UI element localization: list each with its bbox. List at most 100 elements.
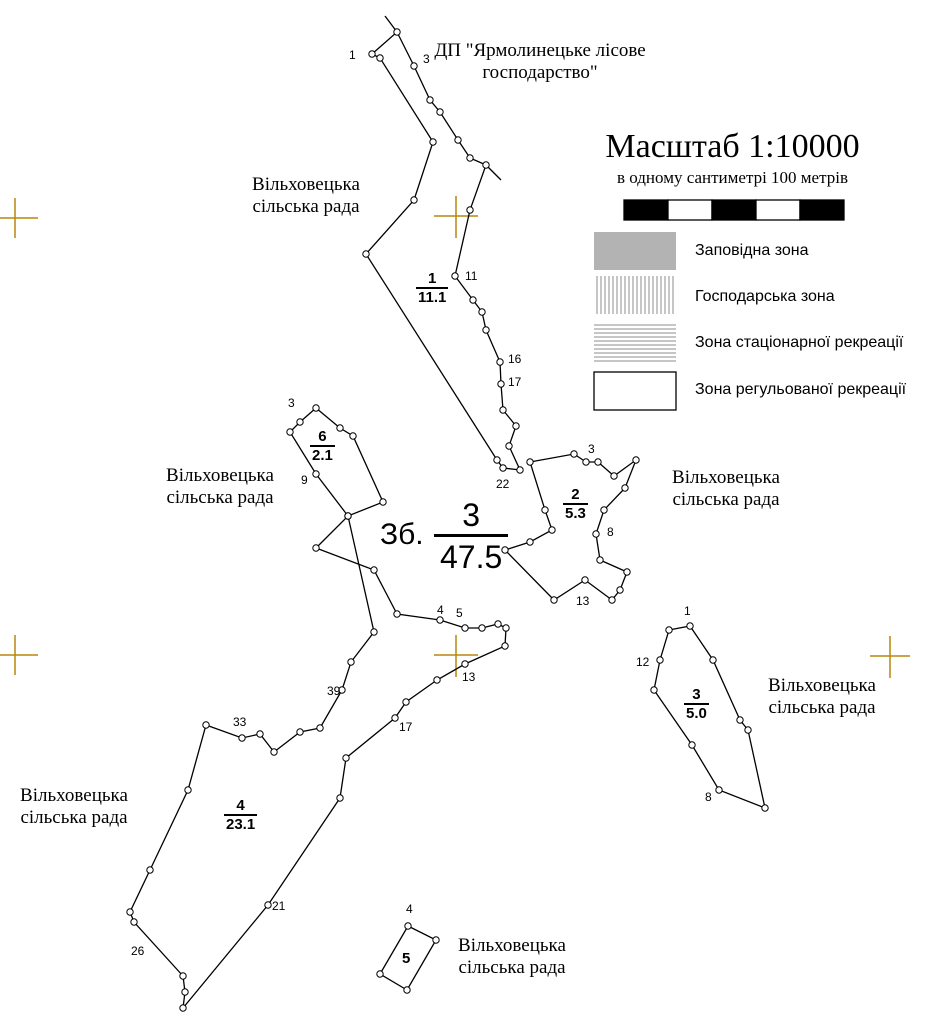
vertex-marker (478, 308, 486, 316)
point-label: 11 (465, 269, 478, 283)
point-label: 8 (607, 525, 614, 539)
vertex-marker (270, 748, 278, 756)
vertex-marker (656, 656, 664, 664)
grid-cross (434, 196, 478, 238)
vertex-marker (238, 734, 246, 742)
vertex-marker (497, 380, 505, 388)
vertex-marker (402, 698, 410, 706)
point-label: 17 (508, 375, 522, 389)
vertex-marker (650, 686, 658, 694)
grid-cross (434, 635, 478, 677)
vertex-marker (336, 794, 344, 802)
plot-area: 23.1 (224, 814, 258, 833)
vertex-marker (469, 296, 477, 304)
quarter-prefix: Зб. (380, 518, 424, 551)
plot-label-2: 2 5.3 (563, 486, 588, 522)
vertex-marker (526, 458, 534, 466)
vertex-marker (632, 456, 640, 464)
plot-number: 5 (402, 950, 411, 967)
vertex-marker (393, 28, 401, 36)
vertex-marker (594, 458, 602, 466)
point-label: 8 (705, 790, 712, 804)
vertex-marker (376, 970, 384, 978)
vertex-marker (436, 616, 444, 624)
vertex-marker (368, 50, 376, 58)
vertex-marker (436, 108, 444, 116)
vertex-marker (184, 786, 192, 794)
vertex-marker (146, 866, 154, 874)
vertex-marker (496, 358, 504, 366)
vertex-marker (501, 642, 509, 650)
legend-label-stationary: Зона стаціонарної рекреації (695, 334, 904, 351)
plot-area: 11.1 (416, 287, 449, 306)
plot-label-6: 6 2.1 (310, 428, 335, 464)
point-label: 16 (508, 352, 522, 366)
vertex-marker (410, 196, 418, 204)
legend-swatch-regulated (593, 371, 677, 411)
vertex-marker (736, 716, 744, 724)
point-label: 26 (131, 944, 145, 958)
vertex-marker (616, 586, 624, 594)
council-label: Вільховецька сільська рада (458, 935, 566, 978)
vertex-marker (499, 464, 507, 472)
vertex-marker (592, 530, 600, 538)
quarter-area: 47.5 (434, 534, 509, 577)
grid-cross-marks (0, 196, 910, 678)
plot-number: 2 (571, 486, 580, 503)
vertex-marker (600, 506, 608, 514)
vertex-marker (665, 626, 673, 634)
vertex-marker (482, 326, 490, 334)
vertex-marker (466, 154, 474, 162)
vertex-marker (370, 566, 378, 574)
vertex-marker (362, 250, 370, 258)
vertex-marker (336, 424, 344, 432)
point-label: 3 (423, 52, 430, 66)
point-label: 33 (233, 715, 247, 729)
plot-area: 2.1 (310, 445, 335, 464)
vertex-marker (202, 721, 210, 729)
point-label: 9 (301, 473, 308, 487)
vertex-marker (433, 676, 441, 684)
vertex-marker (126, 908, 134, 916)
legend-swatch-economic (594, 276, 676, 314)
point-label: 3 (588, 442, 595, 456)
council-label: Вільховецька сільська рада (166, 465, 274, 508)
point-label: 17 (399, 720, 413, 734)
plot-6-boundary (289, 407, 384, 517)
grid-cross (0, 635, 38, 675)
vertex-marker (582, 458, 590, 466)
vertex-marker (461, 660, 469, 668)
vertex-marker (512, 422, 520, 430)
point-label: 13 (462, 670, 476, 684)
vertex-marker (347, 658, 355, 666)
vertex-marker (596, 556, 604, 564)
scale-title: Масштаб 1:10000 (605, 128, 860, 165)
vertex-marker (688, 741, 696, 749)
vertex-marker (312, 404, 320, 412)
vertex-marker (391, 714, 399, 722)
vertex-marker (410, 62, 418, 70)
vertex-marker (454, 136, 462, 144)
vertex-marker (429, 138, 437, 146)
point-label: 39 (327, 684, 341, 698)
point-label: 21 (272, 899, 286, 913)
vertex-marker (376, 54, 384, 62)
point-label: 4 (437, 603, 444, 617)
vertex-marker (744, 726, 752, 734)
vertex-marker (264, 901, 272, 909)
vertex-marker (581, 576, 589, 584)
vertex-marker (179, 972, 187, 980)
vertex-marker (432, 936, 440, 944)
council-label: Вільховецька сільська рада (768, 675, 876, 718)
plot-1-boundary (365, 30, 522, 471)
council-label: Вільховецька сільська рада (252, 174, 360, 217)
grid-cross (0, 198, 38, 238)
vertex-marker (426, 96, 434, 104)
vertex-marker (316, 724, 324, 732)
vertex-marker (548, 526, 556, 534)
vertex-marker (296, 728, 304, 736)
vertex-marker (501, 546, 509, 554)
vertex-marker (344, 512, 352, 520)
vertex-marker (179, 1004, 187, 1012)
